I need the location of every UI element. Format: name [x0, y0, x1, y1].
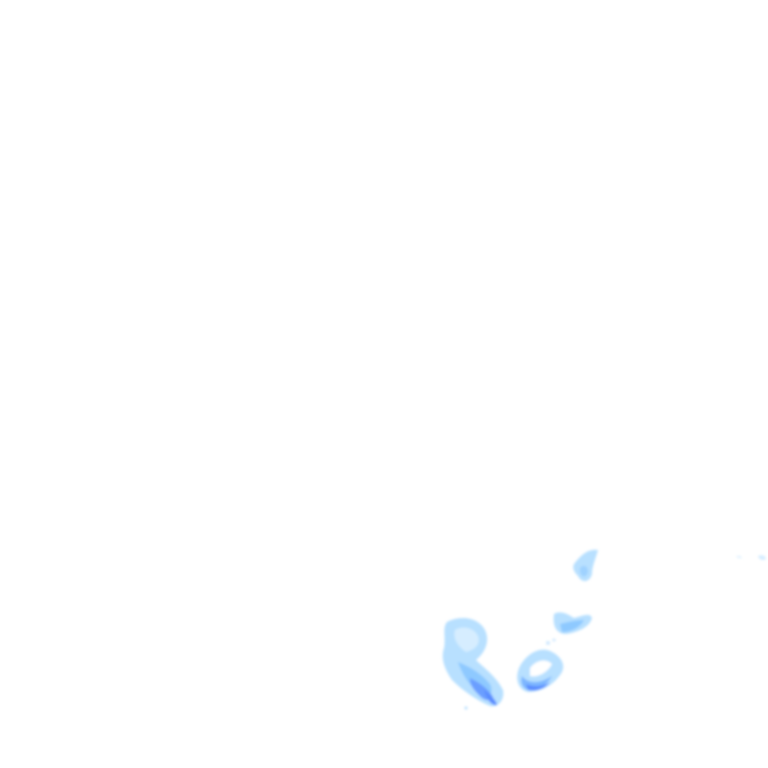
precipitation-echo-streak: [553, 612, 592, 634]
precipitation-echo-west: [442, 618, 504, 707]
precipitation-echo-crescent: [517, 649, 564, 692]
precipitation-echo-east: [736, 555, 766, 560]
precipitation-specks: [464, 638, 556, 710]
precipitation-echo-north: [573, 549, 598, 582]
